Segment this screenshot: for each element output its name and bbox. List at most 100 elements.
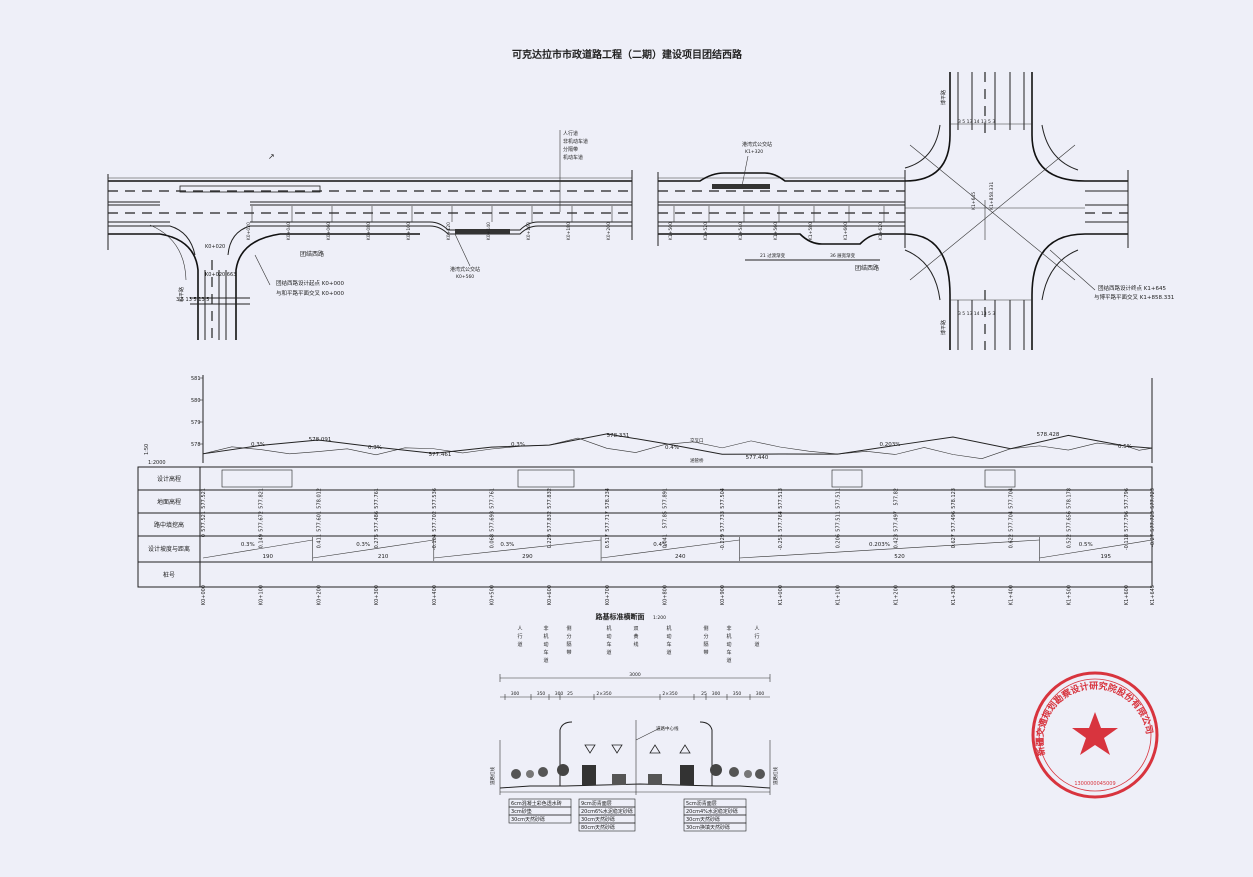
fill-cut-value: 0.622 [1009,534,1015,548]
station-value: K1+200 [893,585,899,605]
row-label-ground: 地面高程 [157,498,181,506]
intersection-plan: 博平路 博平路 K1+645 K1+858.331 3 5 13 14 13 5… [904,72,1174,350]
ground-elev-value: 577.601 [316,511,322,532]
section-dimension: 350 [733,691,742,697]
grade-segment-grade: 0.4% [653,542,667,548]
layer-label: 9cm沥青面层 [581,800,612,807]
layer-box [508,814,572,824]
station-label: K1+600 [843,222,849,240]
profile-table-values: 577.521577.5210K0+000577.821577.6720.149… [201,488,1156,605]
grade-segment-line [433,539,602,559]
layer-label: 20cm4%水泥稳定砂砾 [686,808,738,815]
start-note-1: 团结西路设计起点 K0+000 [276,279,344,287]
cross-road-top-label: 博平路 [940,90,947,105]
plan-left: 3 5 13 5 13 5 和平路 K0+020 K0+020.663 团结西路… [107,130,633,340]
station-label: K0+140 [486,222,492,240]
ground-elev-value: 577.702 [432,511,438,532]
end-note-2: 与博平路平面交叉 K1+858.331 [1094,293,1174,301]
transition-1: 21 过渡渐变 [760,252,786,259]
y-tick-label: 580 [191,398,201,404]
grade-segment-dist: 210 [378,554,389,560]
dim-left-cross: 3 5 13 5 13 5 [176,297,209,303]
section-column-label: 侧分隔带 [703,625,708,656]
grade-label: 0.4% [665,445,679,451]
station-label: K0+200 [606,222,612,240]
station-value: K0+200 [316,585,322,605]
station-value: K0+600 [547,585,553,605]
section-column-label: 侧分隔带 [566,625,571,656]
legend-item: 机动车道 [563,154,583,161]
road-name-right: 团结西路 [855,264,879,272]
right-boundary: 道路红线 [772,767,779,785]
section-column-label: 机动车道 [606,625,611,656]
grade-segment-line [739,539,1040,559]
profile-note: 交叉口 [690,437,704,444]
layer-label: 30cm天然砂砾 [686,816,720,823]
design-elev-value: 578.178 [1066,488,1072,509]
grade-segment-dist: 290 [522,554,533,560]
row-label-station: 桩号 [163,571,175,579]
station-value: K0+100 [259,585,265,605]
design-elev-value: 578.012 [316,488,322,509]
ground-elev-value: 577.486 [374,511,380,532]
grade-segment-line [202,539,313,559]
section-column-label: 人行道 [754,626,759,648]
station-label: K1+520 [703,222,709,240]
station-label: K0+060 [326,222,332,240]
grade-label: 0.3% [368,445,382,451]
grade-label: 0.203% [880,442,901,448]
fill-cut-value: 0.041 [663,534,669,548]
design-elev-value: 577.891 [663,488,669,509]
grade-label: 0.5% [1118,444,1132,450]
design-elev-value: 577.82 [893,488,899,506]
station-label: K1+580 [808,222,814,240]
plan-legend: 人行道 非机动车道 分隔带 机动车道 [563,130,588,161]
profile-scale-h: 1:2000 [148,460,166,466]
design-elev-value: 577.504 [720,488,726,509]
profile-grade-row: 0.3%1900.3%2100.3%2900.4%2400.203%5200.5… [202,537,1153,561]
grade-segment-grade: 0.5% [1079,542,1093,548]
fill-cut-value: -0.27 [1150,534,1156,547]
ground-elev-value: 577.796 [1124,511,1130,532]
station-label: K1+620 [878,222,884,240]
seal-code: 1300000045009 [1074,781,1115,787]
design-elev-value: 577.513 [778,488,784,509]
station-value: K0+400 [432,585,438,605]
fill-cut-value: 0.627 [951,534,957,548]
section-column-label: 双黄线 [633,626,638,648]
design-elev-value: 577.511 [836,488,842,509]
section-dimension: 2×350 [596,691,611,697]
station-label: K1+540 [738,222,744,240]
ground-elev-value: 577.723 [1150,511,1156,532]
ground-elev-value: 577.672 [259,511,265,532]
layer-box [683,822,747,832]
design-elev-value: 577.704 [1009,488,1015,509]
station-value: K0+300 [374,585,380,605]
design-elev-value: 577.723 [1150,488,1156,509]
row-label-fillcut: 路中填挖高 [154,521,184,529]
section-dimension: 25 [567,691,573,697]
transition-2: 36 展宽渐变 [830,252,856,259]
grade-segment-dist: 195 [1101,554,1112,560]
section-column-label: 人行道 [517,626,522,648]
section-title: 路基标准横断面 [596,612,645,621]
legend-item: 非机动车道 [563,138,588,145]
ground-elev-value: 577.511 [836,511,842,532]
dim-bottom: 3 5 13 14 13 5 3 [958,311,995,317]
station-value: K0+500 [489,585,495,605]
bus-stop-2-chainage: K1+320 [745,149,763,155]
design-elev-value: 577.521 [201,488,207,509]
section-dimension: 300 [712,691,721,697]
left-boundary: 道路红线 [489,767,496,785]
ground-elev-value: 577.832 [547,511,553,532]
station-value: K1+600 [1124,585,1130,605]
plan-right: 港湾式公交站 K1+320 21 过渡渐变 36 展宽渐变 团结西路 K1+50… [657,141,906,272]
